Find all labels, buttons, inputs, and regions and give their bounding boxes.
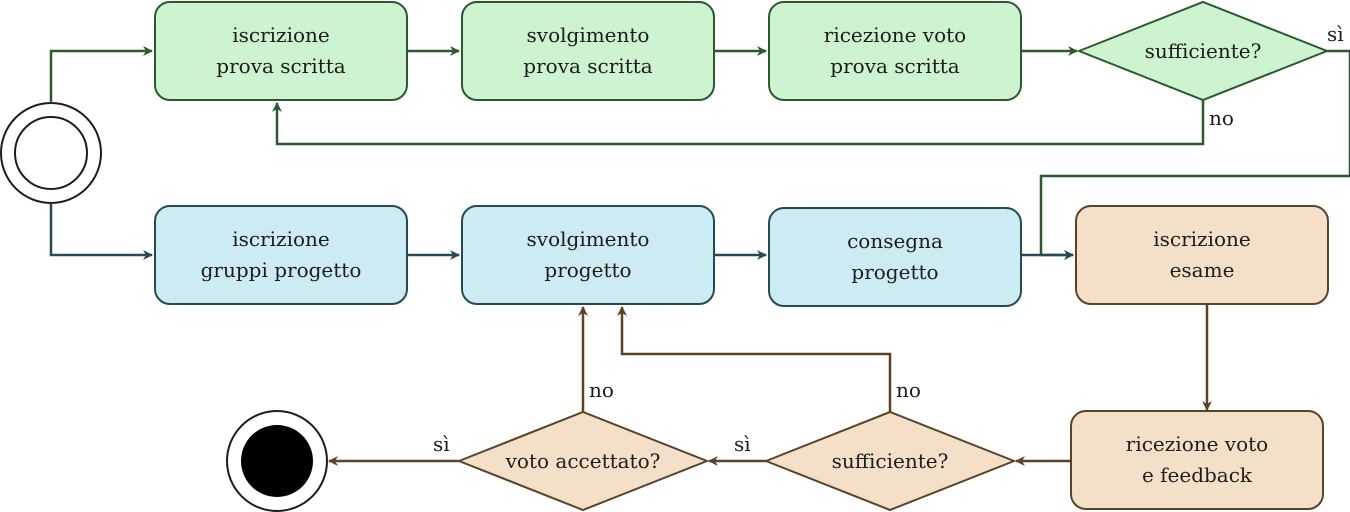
edge-label-si-prova: sì <box>1327 22 1344 46</box>
node-consegna-progetto: consegna progetto <box>768 207 1022 307</box>
node-ricezione-voto-prova-scritta: ricezione voto prova scritta <box>768 1 1022 101</box>
edge-label-si-sufficiente: sì <box>734 432 751 456</box>
node-label: svolgimento prova scritta <box>523 23 653 78</box>
decision-label-sufficiente-prova: sufficiente? <box>1144 39 1262 63</box>
node-label: ricezione voto e feedback <box>1125 432 1269 487</box>
decision-label-voto-accettato: voto accettato? <box>505 449 661 473</box>
node-label: consegna progetto <box>847 229 943 284</box>
final-state <box>226 410 328 512</box>
node-label: iscrizione esame <box>1153 227 1251 282</box>
node-label: iscrizione gruppi progetto <box>200 227 362 282</box>
decision-diamond-voto-accettato <box>456 410 710 512</box>
decision-diamond-sufficiente-esame <box>763 410 1017 512</box>
node-svolgimento-progetto: svolgimento progetto <box>461 205 715 305</box>
node-ricezione-voto-e-feedback: ricezione voto e feedback <box>1070 410 1324 510</box>
node-iscrizione-prova-scritta: iscrizione prova scritta <box>154 1 408 101</box>
edge-sufficiente-no-retry <box>272 100 1205 146</box>
node-label: svolgimento progetto <box>526 227 650 282</box>
edge-sufficiente-no-to-svolgimento <box>617 306 892 412</box>
edge-label-no-prova: no <box>1209 106 1234 130</box>
node-label: iscrizione prova scritta <box>216 23 346 78</box>
node-label: ricezione voto prova scritta <box>823 23 967 78</box>
node-iscrizione-esame: iscrizione esame <box>1075 205 1329 305</box>
edge-start-to-iscrizione-gruppi <box>49 203 153 260</box>
node-svolgimento-prova-scritta: svolgimento prova scritta <box>461 1 715 101</box>
initial-state <box>0 102 102 204</box>
edge-label-si-accettato: sì <box>433 432 450 456</box>
decision-label-sufficiente-esame: sufficiente? <box>831 449 949 473</box>
edge-label-no-sufficiente: no <box>896 378 921 402</box>
node-iscrizione-gruppi-progetto: iscrizione gruppi progetto <box>154 205 408 305</box>
edge-start-to-iscrizione-prova <box>49 46 153 103</box>
edge-label-no-accettato: no <box>589 378 614 402</box>
